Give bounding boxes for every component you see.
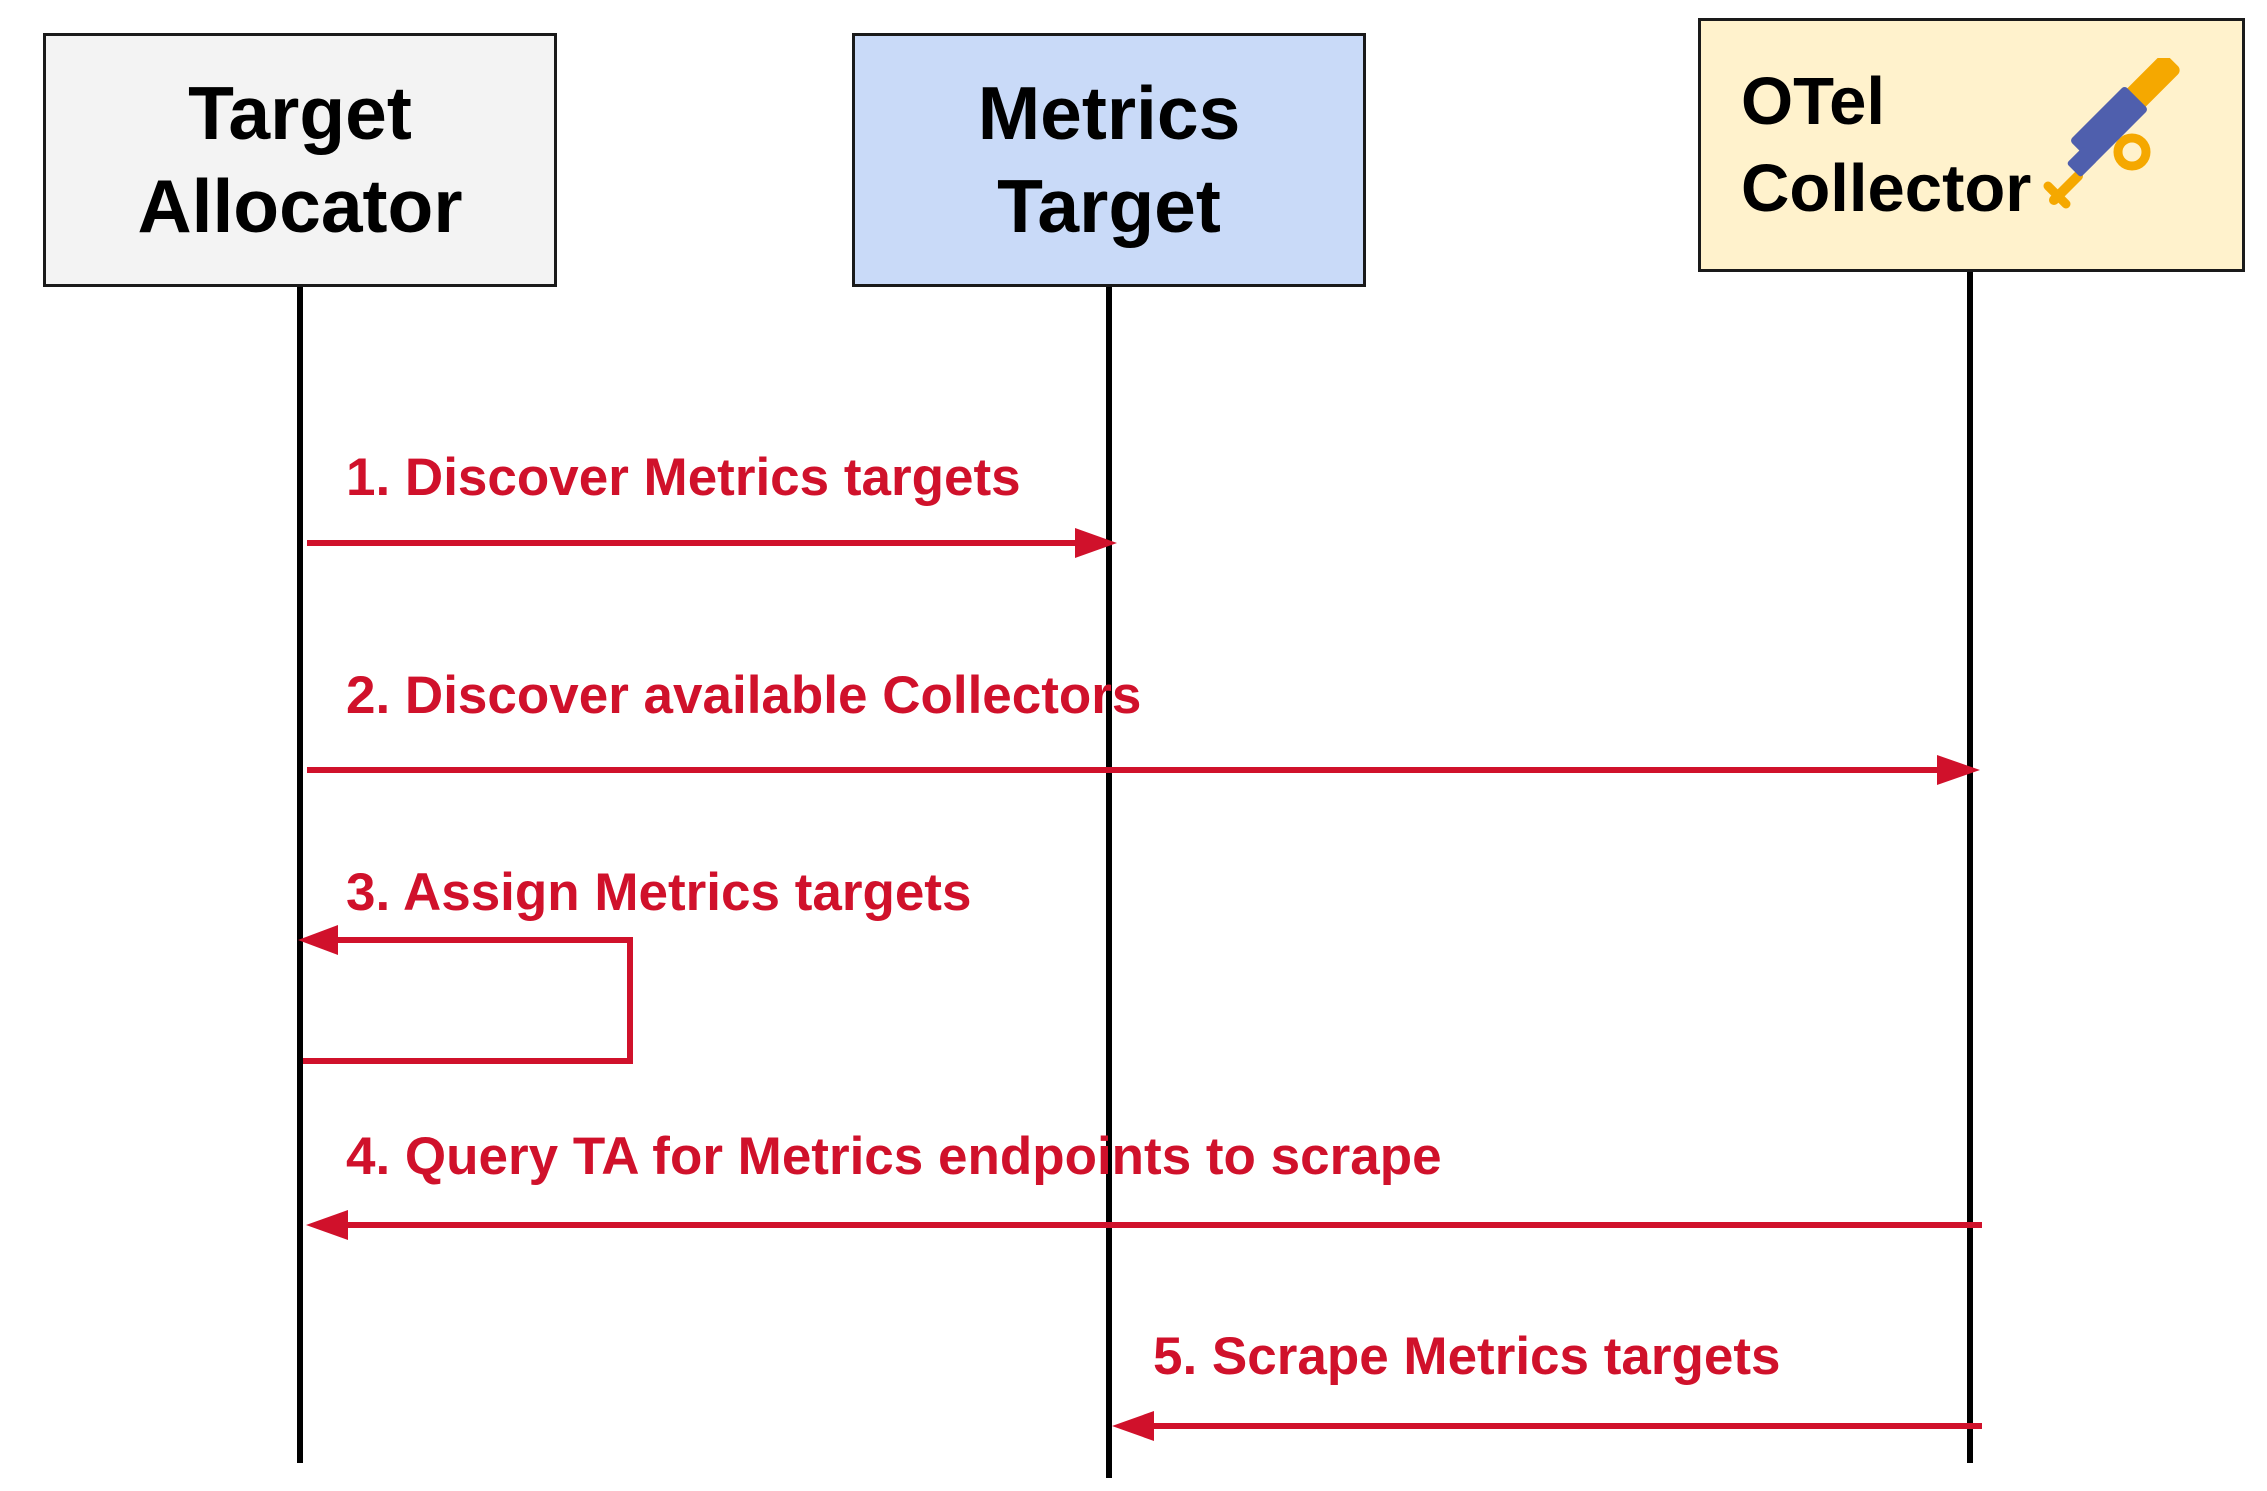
participant-label-line1: Target — [188, 71, 412, 155]
message-3-self-arrow — [298, 925, 633, 1064]
participant-label-line1: OTel — [1741, 63, 1885, 139]
message-4-label: 4. Query TA for Metrics endpoints to scr… — [346, 1127, 1442, 1186]
message-4-arrow — [306, 1210, 1982, 1240]
message-3-label: 3. Assign Metrics targets — [346, 863, 972, 922]
telescope-icon — [2043, 58, 2180, 209]
message-5-arrow — [1112, 1411, 1982, 1441]
message-1-label: 1. Discover Metrics targets — [346, 448, 1021, 507]
participant-metrics-target: Metrics Target — [852, 33, 1366, 287]
message-2-label: 2. Discover available Collectors — [346, 666, 1142, 725]
participant-label-line2: Allocator — [137, 164, 463, 248]
participant-label-line2: Collector — [1741, 151, 2032, 226]
participant-target-allocator: Target Allocator — [43, 33, 557, 287]
message-1-arrow — [307, 528, 1117, 558]
message-2-arrow — [307, 755, 1980, 785]
participant-otel-collector: OTel Collector — [1698, 18, 2245, 272]
message-5-label: 5. Scrape Metrics targets — [1153, 1327, 1781, 1386]
participant-label-line1: Metrics — [977, 71, 1241, 155]
participant-label-line2: Target — [997, 164, 1221, 248]
